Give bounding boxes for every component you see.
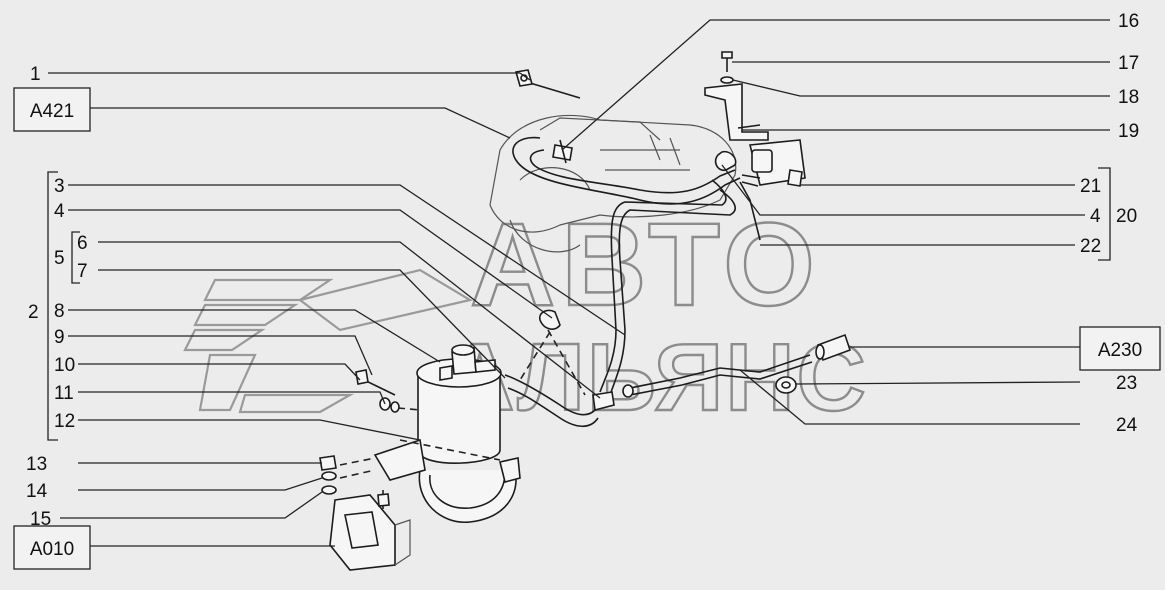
callout-22: 22: [1080, 236, 1101, 257]
callout-23: 23: [1116, 373, 1137, 394]
leader-lines: [47, 19, 1111, 547]
reference-a230: A230: [1079, 326, 1161, 371]
reference-a230-label: A230: [1098, 340, 1142, 361]
callout-7: 7: [77, 261, 88, 282]
callout-12: 12: [54, 411, 75, 432]
callout-1: 1: [30, 64, 41, 85]
part-14-washer: [321, 471, 337, 481]
part-21-solenoid-valve: [714, 139, 806, 187]
intake-manifold-drawing: [489, 114, 737, 253]
part-12-holder: [373, 438, 521, 523]
watermark-line1: АВТО: [470, 199, 821, 331]
part-17-screw: [721, 51, 733, 72]
part-6-clamp: [538, 309, 561, 330]
callout-21: 21: [1080, 176, 1101, 197]
callout-3: 3: [54, 176, 65, 197]
callout-17: 17: [1118, 53, 1139, 74]
callout-4-right: 4: [1090, 206, 1101, 227]
watermark: АВТО АЛЬЯНС: [183, 198, 868, 432]
a230-hose-piece: [815, 333, 852, 362]
reference-a010: A010: [13, 525, 91, 570]
callout-9: 9: [54, 327, 65, 348]
callout-numbers: 1 2 3 4 5 6 7 8 9 10 11 12 13 14 15 16 1…: [26, 11, 1139, 530]
callout-10: 10: [54, 355, 75, 376]
part-15-washer: [321, 457, 376, 495]
callout-15: 15: [30, 509, 51, 530]
callout-4-left: 4: [54, 201, 65, 222]
part-18-washer: [720, 76, 734, 84]
callout-16: 16: [1118, 11, 1139, 32]
callout-14: 14: [26, 481, 48, 502]
watermark-logo-icon: [183, 268, 473, 414]
part-1-bracket: [514, 69, 581, 99]
part-23-grommet: [775, 376, 797, 394]
callout-20: 20: [1116, 206, 1137, 227]
part-10-bolt: [355, 369, 396, 396]
part-24-tube: [622, 354, 813, 398]
part-22-hose: [739, 181, 761, 241]
a010-bracket-drawing: [329, 490, 411, 571]
callout-2: 2: [28, 302, 39, 323]
part-13-nut: [319, 455, 337, 471]
part-7-hose: [504, 329, 615, 428]
evap-canister: [416, 344, 502, 464]
part-11-washer: [379, 397, 421, 413]
callout-6: 6: [77, 233, 88, 254]
reference-a421: A421: [13, 87, 91, 132]
part-19-bracket: [704, 83, 769, 141]
callout-19: 19: [1118, 121, 1139, 142]
callout-5: 5: [54, 248, 65, 269]
callout-13: 13: [26, 454, 47, 475]
reference-a010-label: A010: [30, 539, 74, 560]
callout-24: 24: [1116, 415, 1138, 436]
callout-11: 11: [54, 383, 74, 404]
purge-hose: [512, 136, 741, 396]
watermark-line2: АЛЬЯНС: [445, 324, 868, 431]
callout-18: 18: [1118, 87, 1139, 108]
callout-8: 8: [54, 301, 65, 322]
reference-a421-label: A421: [30, 101, 74, 122]
